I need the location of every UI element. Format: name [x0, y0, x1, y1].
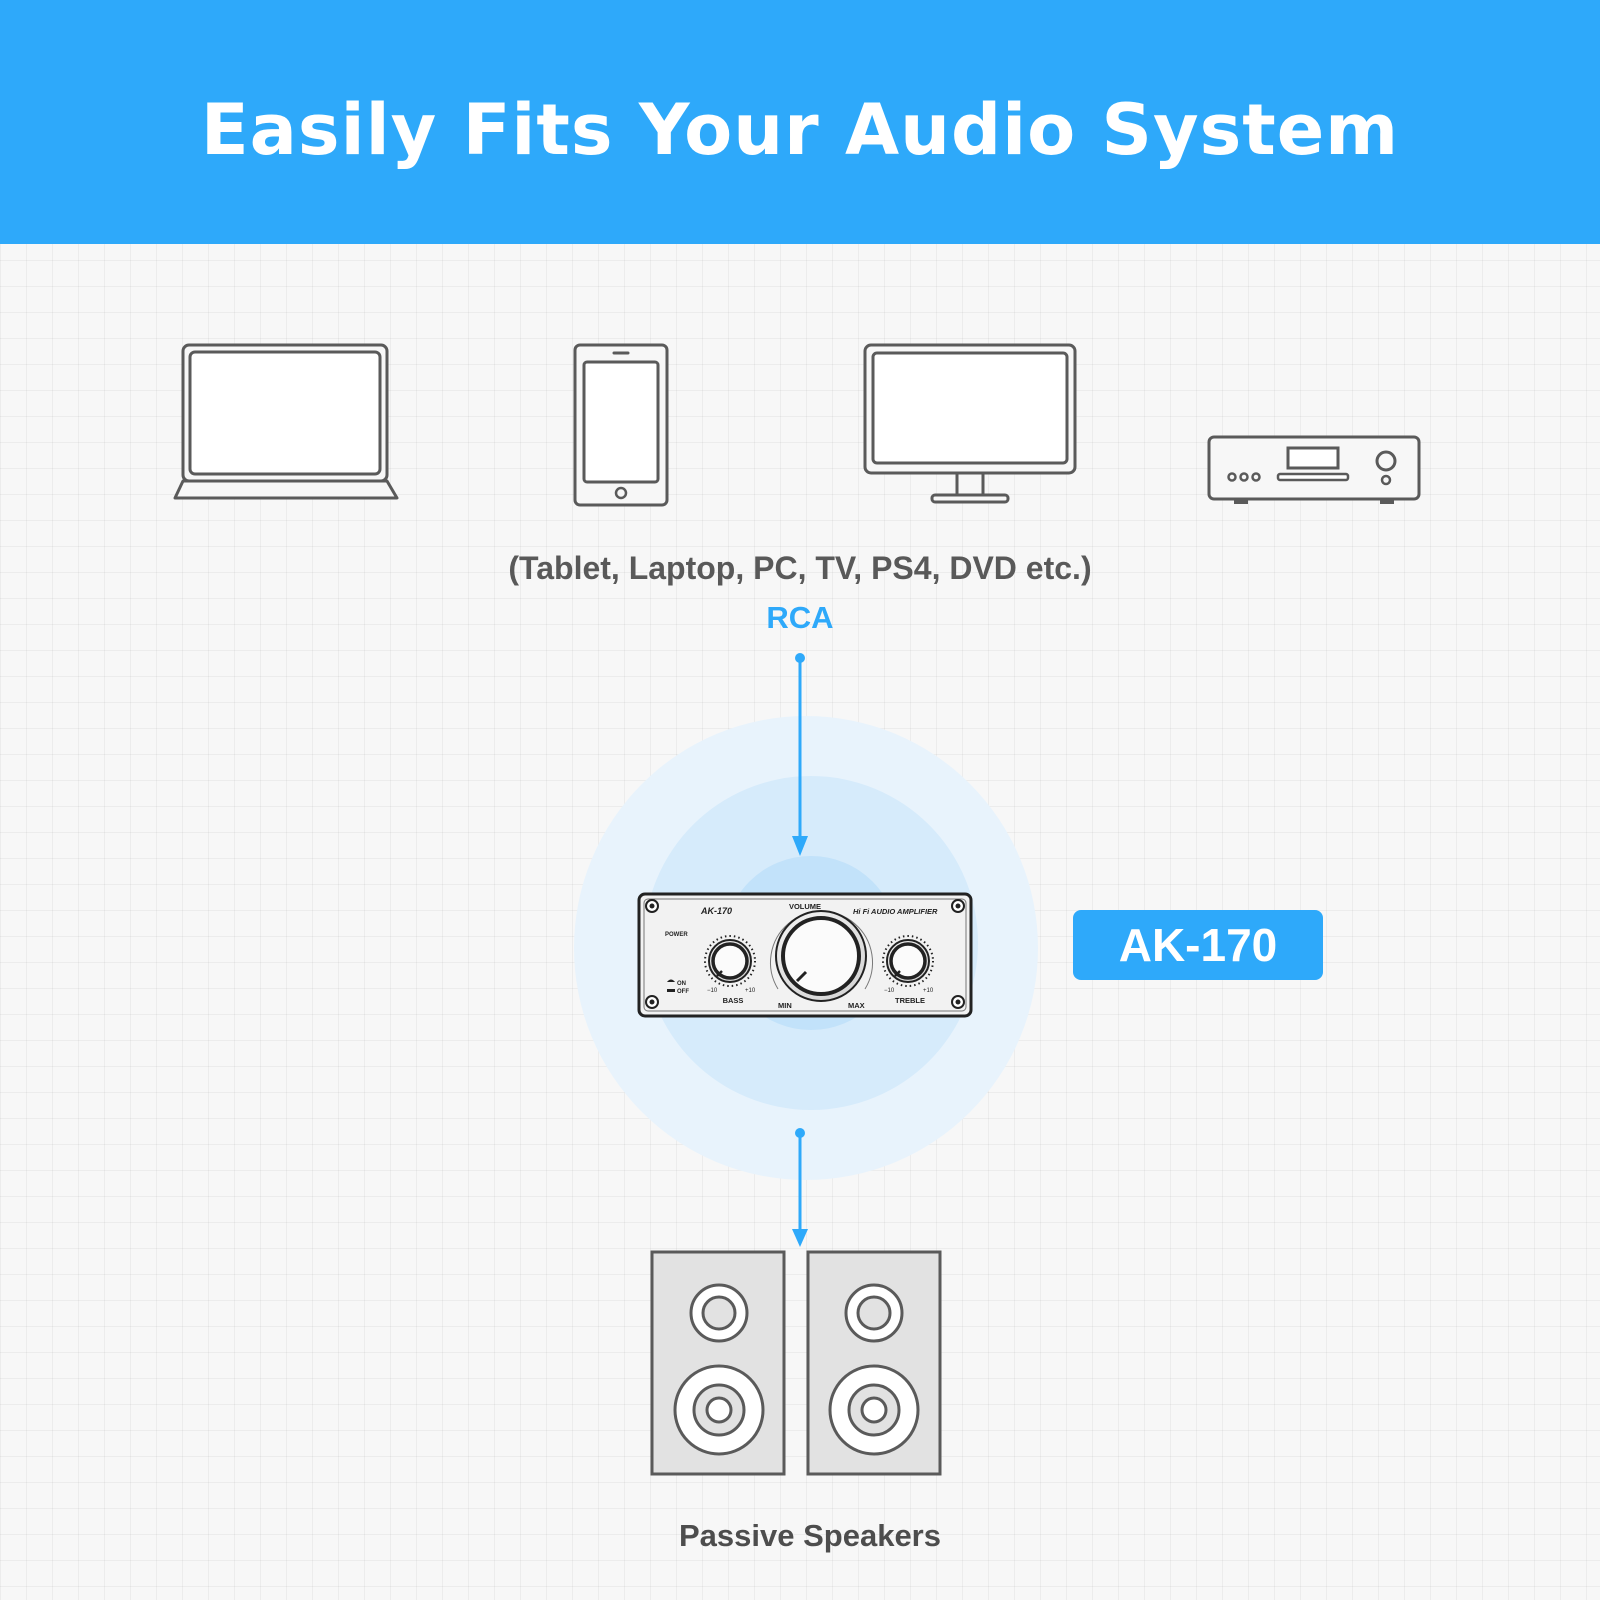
screw: [645, 995, 659, 1009]
bass-knob: [704, 935, 756, 987]
model-badge: AK-170: [1073, 910, 1323, 980]
volume-max-label: MAX: [848, 1001, 865, 1010]
passive-speakers-icon: [650, 1250, 942, 1476]
treble-max-label: +10: [923, 988, 934, 994]
rca-label: RCA: [766, 600, 834, 635]
screw: [951, 995, 965, 1009]
power-off-label: OFF: [677, 989, 689, 995]
volume-label: VOLUME: [789, 902, 821, 911]
treble-label: TREBLE: [895, 996, 925, 1005]
smartphone-icon: [573, 343, 669, 507]
bass-max-label: +10: [745, 988, 756, 994]
screw: [951, 899, 965, 913]
source-devices-caption: (Tablet, Laptop, PC, TV, PS4, DVD etc.): [508, 550, 1092, 586]
bass-label: BASS: [723, 996, 744, 1005]
rca-arrow: [792, 653, 808, 856]
dvd-player-icon: [1207, 435, 1421, 504]
power-on-label: ON: [677, 981, 686, 987]
power-label: POWER: [665, 932, 688, 938]
amp-model-label: AK-170: [700, 906, 732, 916]
amplifier-front-panel: AK-170 Hi Fi AUDIO AMPLIFIER VOLUME POWE…: [637, 892, 973, 1018]
right-speaker: [806, 1250, 942, 1476]
treble-knob: [882, 935, 934, 987]
speaker-arrow: [792, 1128, 808, 1247]
amp-subtitle: Hi Fi AUDIO AMPLIFIER: [853, 907, 938, 916]
treble-min-label: −10: [884, 988, 895, 994]
monitor-icon: [863, 343, 1077, 504]
left-speaker: [650, 1250, 786, 1476]
bass-min-label: −10: [707, 988, 718, 994]
power-switch: [667, 979, 675, 992]
volume-min-label: MIN: [778, 1001, 792, 1010]
page-title: Easily Fits Your Audio System: [200, 89, 1400, 171]
volume-knob: [770, 910, 873, 1002]
laptop-icon: [173, 343, 399, 500]
speakers-caption: Passive Speakers: [679, 1518, 941, 1553]
screw: [645, 899, 659, 913]
header-banner: Easily Fits Your Audio System: [0, 0, 1600, 244]
